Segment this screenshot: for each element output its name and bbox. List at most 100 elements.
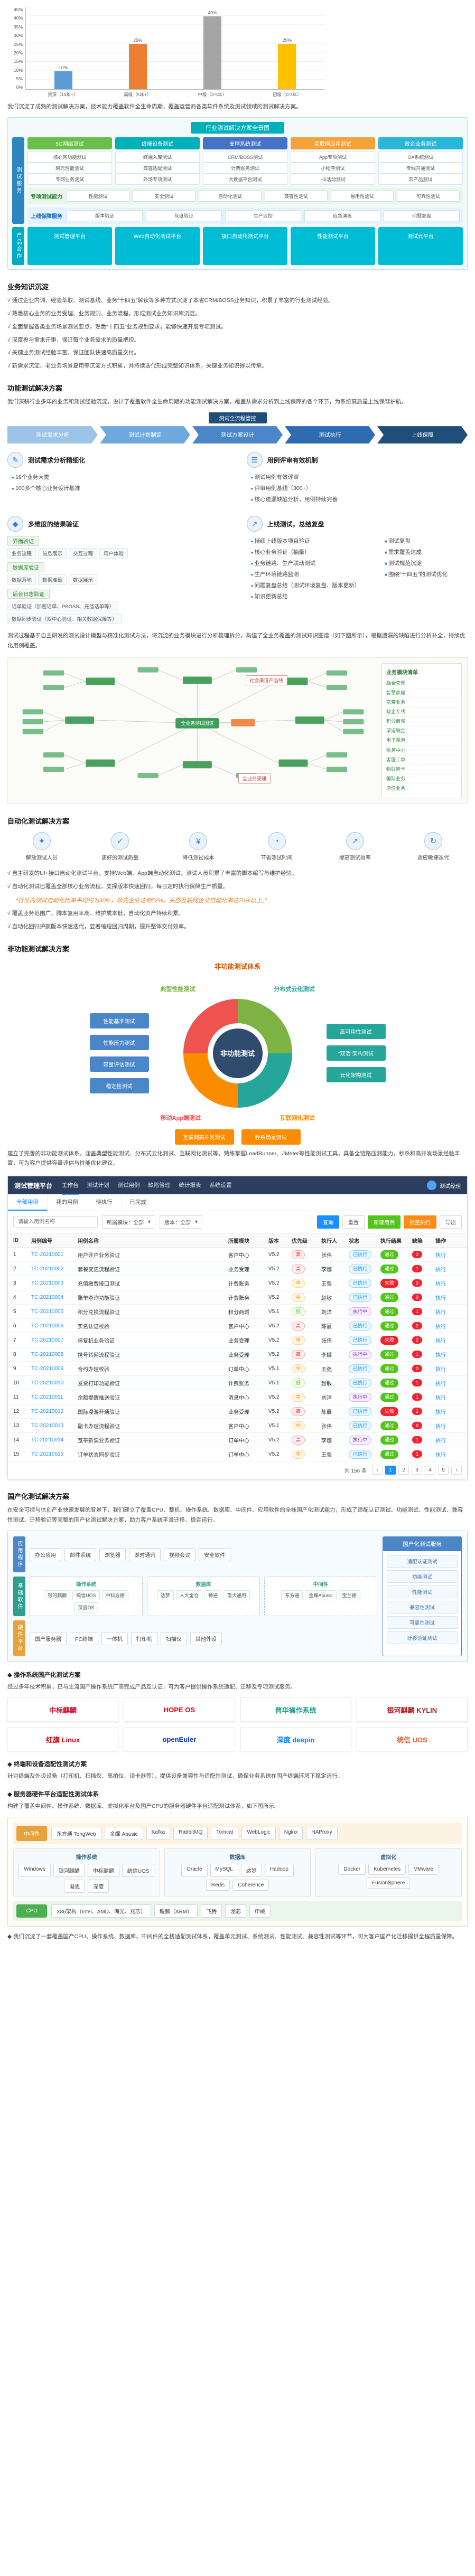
toolbar-button[interactable]: 导出: [440, 1215, 462, 1229]
execute-link[interactable]: 执行: [435, 1366, 446, 1373]
execute-link[interactable]: 执行: [435, 1281, 446, 1287]
table-row[interactable]: 3 TC-20210003 充值缴费接口测试 计费账务 V5.2 中 王强 已执…: [8, 1276, 467, 1291]
table-row[interactable]: 14 TC-20210014 宽带新装业务验证 订单中心 V5.2 高 李娜 执…: [8, 1433, 467, 1448]
knowledge-item: √ 关键业务测试经验丰富，保证团队快速高质量交付。: [7, 350, 140, 356]
case-code-link[interactable]: TC-20210002: [31, 1266, 64, 1272]
automation-point: √ 自动化回归护航版本快速迭代，显著缩短回归周期，提升整体交付效率。: [7, 923, 190, 930]
page-button[interactable]: 1: [385, 1466, 396, 1475]
feature-item: 19个业务大类: [12, 472, 229, 483]
os-logo: openEuler: [124, 1727, 235, 1752]
case-code-link[interactable]: TC-20210013: [31, 1422, 64, 1429]
cell-owner: 张伟: [321, 1423, 332, 1430]
module-filter-select[interactable]: 所属模块：全部 ▾: [102, 1215, 156, 1229]
table-row[interactable]: 6 TC-20210006 实名认证校验 客户中心 V5.2 高 陈晨 已执行 …: [8, 1319, 467, 1334]
user-area[interactable]: 测试经理: [427, 1181, 461, 1191]
tab[interactable]: 我的用例: [48, 1194, 87, 1211]
table-row[interactable]: 13 TC-20210013 副卡办理流程验证 客户中心 V5.1 中 张伟 已…: [8, 1419, 467, 1433]
table-body: 1 TC-20210001 用户开户业务验证 客户中心 V5.2 高 张伟 已执…: [8, 1248, 467, 1462]
knowledge-item: √ 熟悉核心业务的业务受理、业务规则、业务流程，形成测试业务知识库沉淀。: [7, 310, 201, 317]
case-code-link[interactable]: TC-20210006: [31, 1323, 64, 1329]
page-button[interactable]: ‹: [372, 1466, 383, 1475]
cell-id: 4: [13, 1294, 16, 1300]
toolbar-button[interactable]: 查询: [317, 1215, 339, 1229]
execute-link[interactable]: 执行: [435, 1423, 446, 1430]
tab[interactable]: 全部用例: [8, 1194, 48, 1211]
toolbar-button[interactable]: 新建用例: [368, 1215, 401, 1229]
toolbar-button[interactable]: 重置: [342, 1215, 365, 1229]
execute-link[interactable]: 执行: [435, 1352, 446, 1358]
execute-link[interactable]: 执行: [435, 1438, 446, 1444]
nav-item[interactable]: 工作台: [62, 1176, 79, 1195]
table-row[interactable]: 1 TC-20210001 用户开户业务验证 客户中心 V5.2 高 张伟 已执…: [8, 1248, 467, 1262]
matrix-title-tab: 行业测试解决方案全景图: [191, 121, 284, 134]
table-row[interactable]: 5 TC-20210005 积分兑换流程验证 积分商城 V5.1 低 刘洋 执行…: [8, 1305, 467, 1319]
nav-item[interactable]: 测试计划: [87, 1182, 109, 1188]
tab[interactable]: 已完成: [122, 1194, 155, 1211]
y-tick-label: 10%: [13, 67, 23, 73]
benefit-label: 解放测试人员: [26, 855, 58, 862]
execute-link[interactable]: 执行: [435, 1452, 446, 1458]
page-button[interactable]: 2: [398, 1466, 409, 1475]
case-code-link[interactable]: TC-20210005: [31, 1308, 64, 1315]
execute-link[interactable]: 执行: [435, 1295, 446, 1301]
execute-link[interactable]: 执行: [435, 1338, 446, 1344]
execute-link[interactable]: 执行: [435, 1309, 446, 1316]
column-header: 操作: [435, 1238, 446, 1244]
legend-item: 账务中心: [386, 746, 457, 756]
nav-item[interactable]: 统计报表: [179, 1182, 201, 1188]
feature-item: 测试用例有效评审: [251, 472, 468, 483]
table-row[interactable]: 7 TC-20210007 停复机业务验证 业务受理 V5.2 中 张伟 已执行…: [8, 1333, 467, 1348]
y-tick-label: 25%: [13, 41, 23, 47]
matrix-item: 核心网功能测试: [27, 151, 112, 163]
table-row[interactable]: 9 TC-20210009 合约办理校验 订单中心 V5.1 中 王强 已执行 …: [8, 1362, 467, 1376]
platform-brand: 测试管理平台: [14, 1182, 53, 1190]
cell-id: 1: [13, 1251, 16, 1258]
x-tick-label: 初级（0-3年）: [272, 92, 302, 97]
case-code-link[interactable]: TC-20210001: [31, 1251, 64, 1258]
table-row[interactable]: 8 TC-20210008 携号转网流程验证 业务受理 V5.2 高 李娜 执行…: [8, 1347, 467, 1362]
arch-label: 硬件平台: [13, 1620, 25, 1657]
benefit-label: 适应敏捷迭代: [417, 855, 449, 862]
case-code-link[interactable]: TC-20210010: [31, 1380, 64, 1386]
tab[interactable]: 待执行: [87, 1194, 122, 1211]
table-row[interactable]: 12 TC-20210012 国际漫游开通验证 业务受理 V5.2 高 陈晨 已…: [8, 1404, 467, 1419]
nav-item[interactable]: 测试用例: [117, 1182, 140, 1188]
nav-item[interactable]: 系统设置: [209, 1182, 232, 1188]
execute-link[interactable]: 执行: [435, 1395, 446, 1401]
case-code-link[interactable]: TC-20210008: [31, 1351, 64, 1357]
subsection-title-os: ◆ 操作系统国产化测试方案: [7, 1672, 81, 1679]
page-button[interactable]: ›: [451, 1466, 462, 1475]
priority-badge: 中: [292, 1364, 305, 1373]
table-row[interactable]: 15 TC-20210015 订单状态同步验证 订单中心 V5.2 中 王强 已…: [8, 1447, 467, 1462]
priority-badge: 中: [292, 1335, 305, 1345]
stack-item: Coherence: [232, 1879, 269, 1891]
execute-link[interactable]: 执行: [435, 1267, 446, 1273]
execute-link[interactable]: 执行: [435, 1409, 446, 1416]
case-code-link[interactable]: TC-20210007: [31, 1337, 64, 1343]
feature-item: 需求覆盖达成: [385, 547, 468, 558]
matrix-column-title: 5G网络测试: [27, 137, 112, 149]
table-row[interactable]: 4 TC-20210004 账单查询功能验证 计费账务 V5.2 中 赵敏 已执…: [8, 1290, 467, 1305]
case-code-link[interactable]: TC-20210011: [31, 1394, 63, 1400]
page-button[interactable]: 3: [412, 1466, 422, 1475]
case-code-link[interactable]: TC-20210003: [31, 1280, 64, 1286]
execute-link[interactable]: 执行: [435, 1381, 446, 1387]
page-button[interactable]: 5: [438, 1466, 449, 1475]
execute-link[interactable]: 执行: [435, 1252, 446, 1259]
case-code-link[interactable]: TC-20210004: [31, 1294, 64, 1300]
case-code-link[interactable]: TC-20210009: [31, 1365, 64, 1372]
nav-item[interactable]: 缺陷管理: [148, 1182, 171, 1188]
toolbar-button[interactable]: 批量执行: [404, 1215, 436, 1229]
search-input[interactable]: [13, 1216, 98, 1228]
case-code-link[interactable]: TC-20210015: [31, 1451, 64, 1457]
execute-link[interactable]: 执行: [435, 1324, 446, 1330]
case-code-link[interactable]: TC-20210012: [31, 1408, 64, 1414]
table-row[interactable]: 11 TC-20210011 余额提醒推送验证 消息中心 V5.2 中 刘洋 执…: [8, 1390, 467, 1405]
page-button[interactable]: 4: [425, 1466, 435, 1475]
table-row[interactable]: 2 TC-20210002 套餐变更流程验证 业务受理 V5.2 高 李娜 已执…: [8, 1262, 467, 1277]
table-row[interactable]: 10 TC-20210010 发票打印功能验证 计费账务 V5.1 低 赵敏 已…: [8, 1376, 467, 1391]
version-filter-select[interactable]: 版本：全部 ▾: [160, 1215, 203, 1229]
case-code-link[interactable]: TC-20210014: [31, 1437, 64, 1443]
